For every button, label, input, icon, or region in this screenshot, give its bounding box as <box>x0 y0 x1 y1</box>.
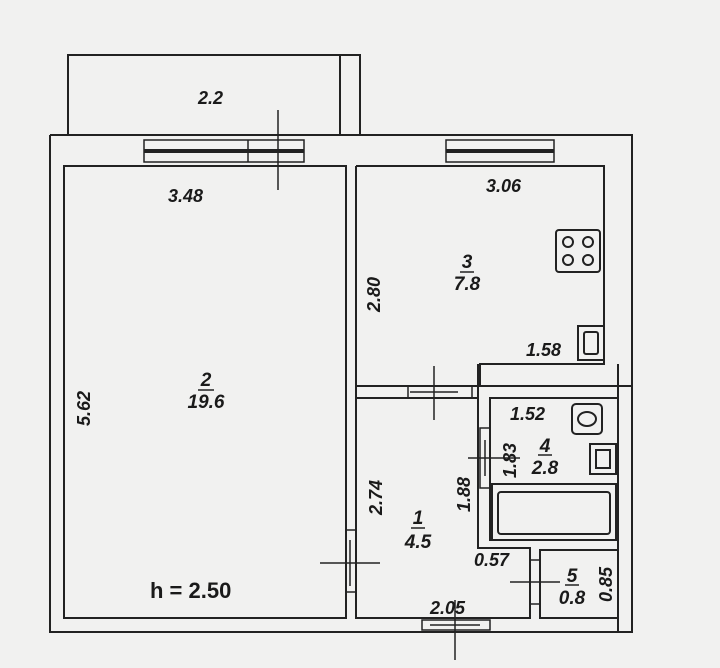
wc-width-label: 0.57 <box>474 550 510 570</box>
room-label-5: 5 0.8 <box>559 566 586 609</box>
balcony <box>67 54 361 135</box>
kitchen-width-label: 3.06 <box>486 176 522 196</box>
stove-icon <box>555 229 601 273</box>
room-area: 19.6 <box>188 392 225 413</box>
room-label-4: 4 2.8 <box>531 436 559 479</box>
room-label-3: 3 7.8 <box>454 252 481 295</box>
kitchen-depth-label: 2.80 <box>364 277 384 313</box>
room-area: 2.8 <box>531 458 559 479</box>
hall-depth-right-label: 1.88 <box>454 477 474 512</box>
ceiling-height-label: h = 2.50 <box>150 578 231 603</box>
bath-width-label: 1.52 <box>510 404 545 424</box>
bath-depth-label: 1.83 <box>500 443 520 478</box>
room-label-2: 2 19.6 <box>188 370 225 413</box>
room2-depth-label: 5.62 <box>74 391 94 426</box>
washbasin-icon <box>571 403 603 435</box>
outer-walls <box>49 134 633 633</box>
room-area: 4.5 <box>404 532 432 553</box>
room-area: 0.8 <box>559 588 586 609</box>
balcony-dim-label: 2.2 <box>197 88 223 108</box>
room-number: 3 <box>462 252 473 273</box>
room2-width-label: 3.48 <box>168 186 203 206</box>
toilet-icon <box>589 443 617 475</box>
kitchen-sink-icon <box>577 325 605 361</box>
bathtub-icon <box>491 483 617 541</box>
wc-depth-label: 0.85 <box>596 566 616 602</box>
room-area: 7.8 <box>454 274 481 295</box>
windows <box>143 139 555 163</box>
hall-width-label: 2.05 <box>429 598 466 618</box>
room-number: 5 <box>567 566 578 587</box>
room-number: 2 <box>200 370 212 391</box>
door-markers <box>256 110 560 660</box>
room-number: 1 <box>413 508 424 529</box>
kitchen-nook-label: 1.58 <box>526 340 561 360</box>
room-label-1: 1 4.5 <box>404 508 432 553</box>
hall-depth-left-label: 2.74 <box>366 480 386 516</box>
room-number: 4 <box>539 436 551 457</box>
